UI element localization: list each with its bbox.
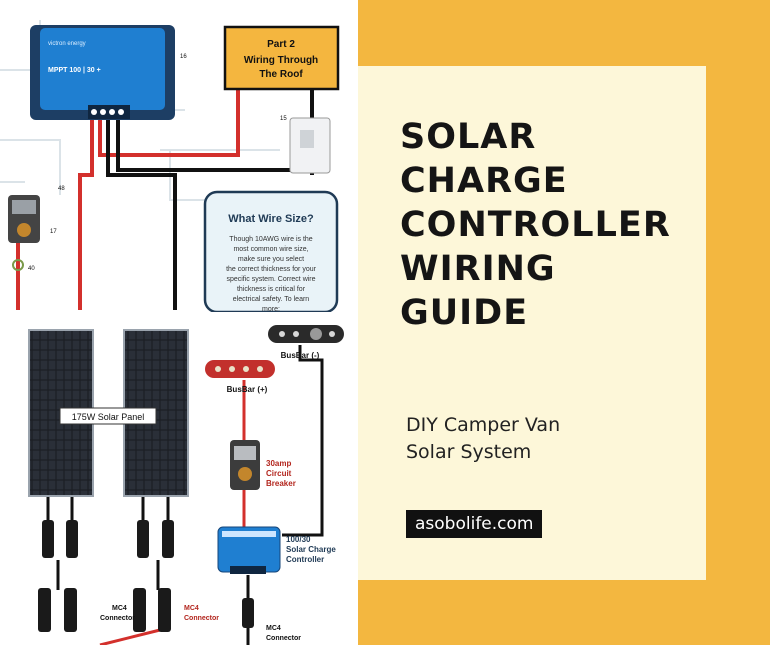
mc4-1-line1: MC4 xyxy=(112,605,127,612)
part-2-box: Part 2 Wiring Through The Roof xyxy=(223,25,340,91)
number-markers: 16 15 48 17 40 xyxy=(28,54,287,272)
busbar-negative: BusBar (-) xyxy=(268,325,344,360)
title-line-2: CHARGE xyxy=(400,161,568,201)
busbar-positive-label: BusBar (+) xyxy=(227,385,268,394)
mc4-label-3: MC4 Connector xyxy=(266,625,301,642)
mc4-3-line2: Connector xyxy=(266,635,301,642)
mc4-2-line1: MC4 xyxy=(184,605,199,612)
controller-line1: 100/30 xyxy=(286,535,311,544)
page-title: SOLAR CHARGE CONTROLLER WIRING GUIDE xyxy=(400,115,700,335)
controller-line2: Solar Charge xyxy=(286,545,336,554)
site-link[interactable]: asobolife.com xyxy=(406,510,543,538)
info-box: What Wire Size? Though 10AWG wire is the… xyxy=(203,190,339,314)
marker-5: 40 xyxy=(28,266,35,272)
breaker-line3: Breaker xyxy=(266,479,296,488)
info-line-2: most common wire size, xyxy=(233,246,308,253)
panel-label-box: 175W Solar Panel xyxy=(59,407,157,425)
title-line-4: WIRING xyxy=(400,249,556,289)
marker-4: 17 xyxy=(50,229,57,235)
info-line-3: make sure you select xyxy=(238,256,304,263)
busbar-positive: BusBar (+) xyxy=(205,360,275,394)
info-line-6: thickness is critical for xyxy=(237,286,306,293)
wiring-diagram: victron energy MPPT 100 | 30 + Part 2 Wi… xyxy=(0,20,358,645)
part-box-line2: Wiring Through xyxy=(244,55,318,66)
marker-1: 16 xyxy=(180,54,187,60)
mc4-3-line1: MC4 xyxy=(266,625,281,632)
info-line-1: Though 10AWG wire is the xyxy=(229,236,312,243)
subtitle-line-2: Solar System xyxy=(406,441,532,463)
mc4-label-2: MC4 Connector xyxy=(184,605,219,622)
faint-grid xyxy=(0,20,280,201)
breaker-line2: Circuit xyxy=(266,469,292,478)
info-line-7: electrical safety. To learn xyxy=(233,296,309,303)
title-card xyxy=(358,66,706,580)
mc4-connectors xyxy=(38,520,254,632)
mc4-1-line2: Connector xyxy=(100,615,135,622)
controller-line3: Controller xyxy=(286,555,324,564)
info-line-5: specific system. Correct wire xyxy=(226,276,315,283)
title-line-3: CONTROLLER xyxy=(400,205,671,245)
circuit-breaker: 30amp Circuit Breaker xyxy=(230,440,296,490)
top-wires xyxy=(16,90,314,310)
top-left-breaker xyxy=(8,195,40,271)
info-line-4: the correct thickness for your xyxy=(226,266,317,273)
busbar-negative-label: BusBar (-) xyxy=(281,351,320,360)
mc4-2-line2: Connector xyxy=(184,615,219,622)
top-controller-brand: victron energy xyxy=(48,41,86,47)
mc4-label-1: MC4 Connector xyxy=(100,605,135,622)
breaker-line1: 30amp xyxy=(266,459,291,468)
panel-label: 175W Solar Panel xyxy=(72,412,145,422)
part-box-line1: Part 2 xyxy=(267,39,295,50)
part-box-line3: The Roof xyxy=(259,69,303,80)
top-breaker xyxy=(289,117,331,174)
marker-2: 15 xyxy=(280,116,287,122)
top-charge-controller: victron energy MPPT 100 | 30 + xyxy=(30,25,175,120)
info-line-8: more: xyxy=(262,306,280,313)
top-controller-model: MPPT 100 | 30 + xyxy=(48,67,101,74)
subtitle-line-1: DIY Camper Van xyxy=(406,414,561,436)
title-line-5: GUIDE xyxy=(400,293,529,333)
marker-3: 48 xyxy=(58,186,65,192)
title-line-1: SOLAR xyxy=(400,117,537,157)
info-heading: What Wire Size? xyxy=(228,213,314,225)
subtitle: DIY Camper Van Solar System xyxy=(406,412,560,466)
bottom-charge-controller: 100/30 Solar Charge Controller xyxy=(217,526,336,574)
